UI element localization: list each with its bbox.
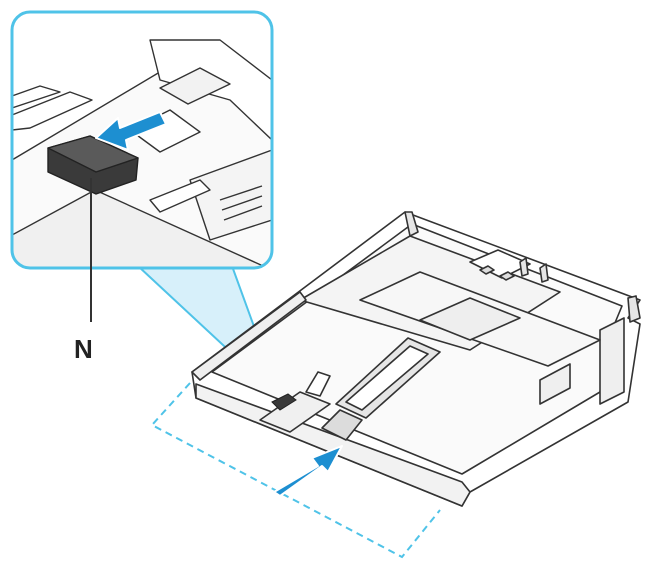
paper-cassette	[191, 211, 641, 507]
arrow-left-icon	[95, 111, 167, 151]
zoom-callout	[10, 10, 274, 270]
arrow-up-right-icon	[273, 445, 343, 497]
paper-guide-lever	[271, 393, 297, 411]
zoom-callout-frame	[10, 10, 274, 270]
callout-label: N	[74, 334, 93, 364]
